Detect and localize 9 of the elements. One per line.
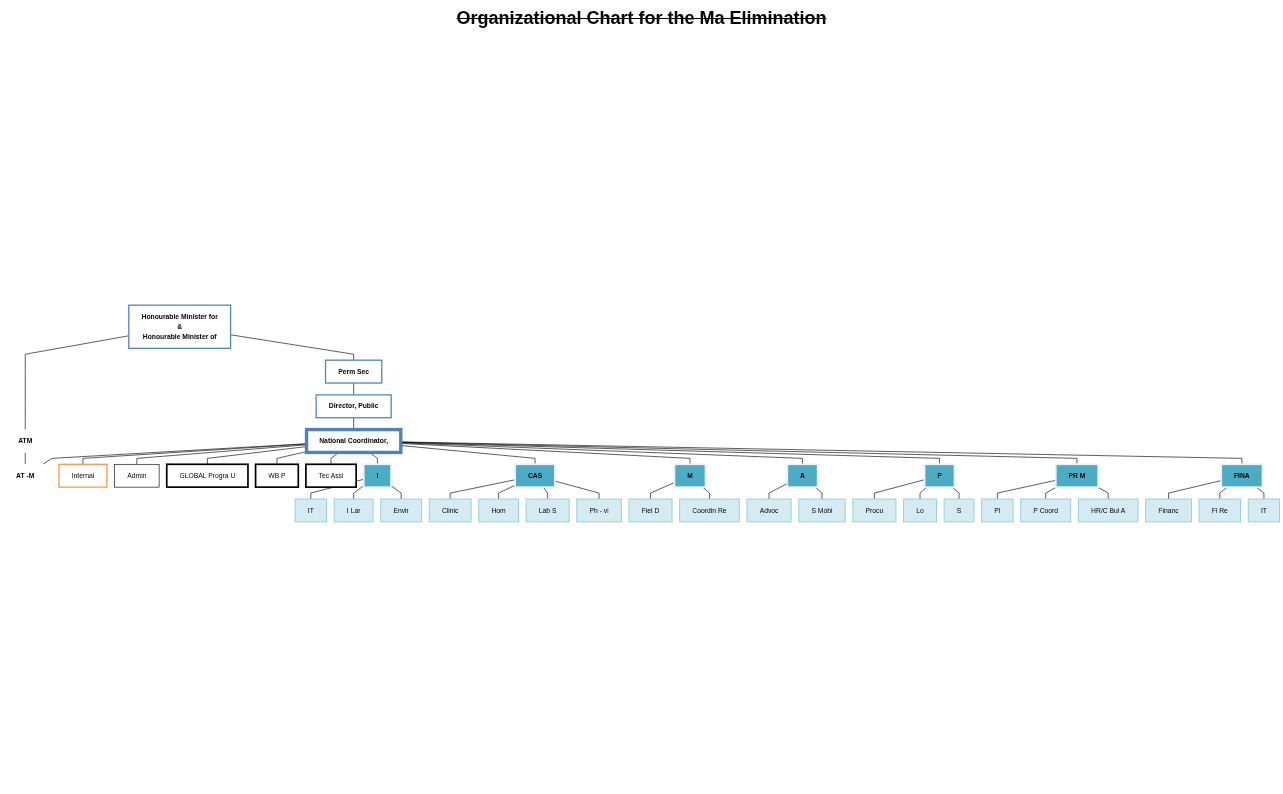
- connector: [650, 482, 675, 500]
- connector: [207, 446, 307, 465]
- connector: [1168, 480, 1222, 500]
- connector: [82, 443, 307, 465]
- connector: [702, 486, 710, 500]
- connector: [42, 443, 307, 465]
- chart-title: Organizational Chart for the Ma Elimination: [456, 8, 827, 29]
- connector: [136, 444, 307, 465]
- connector: [276, 451, 307, 465]
